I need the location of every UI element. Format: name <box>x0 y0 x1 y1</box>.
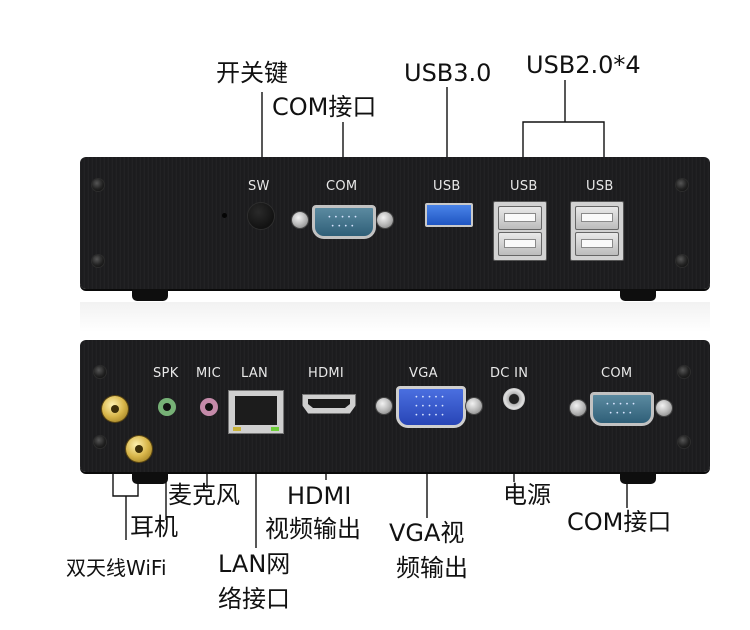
label-vga-line2: 频输出 <box>396 554 468 582</box>
usb2-port[interactable] <box>498 206 542 230</box>
speaker-jack[interactable] <box>158 398 176 416</box>
screw-icon <box>94 366 106 378</box>
label-hdmi-line1: HDMI <box>287 482 352 510</box>
rubber-foot <box>132 472 168 484</box>
wifi-antenna-connector-2[interactable] <box>126 436 152 462</box>
lan-port[interactable] <box>228 390 284 434</box>
usb2-stack-left <box>493 201 547 261</box>
usb2-port[interactable] <box>575 206 619 230</box>
mic-jack[interactable] <box>200 398 218 416</box>
silk-usb3: USB <box>433 179 461 194</box>
label-power-key: 开关键 <box>216 59 288 87</box>
rubber-foot <box>620 472 656 484</box>
silk-hdmi: HDMI <box>308 366 345 381</box>
com-port-rear[interactable]: ••••• •••• <box>590 392 654 426</box>
label-lan-line2: 络接口 <box>218 585 290 613</box>
usb2-port[interactable] <box>498 232 542 256</box>
lan-led-icon <box>271 427 279 431</box>
silk-spk: SPK <box>153 366 179 381</box>
silk-lan: LAN <box>241 366 269 381</box>
callout-line-usb2-bracket <box>522 121 605 175</box>
status-led-icon <box>222 213 227 218</box>
label-usb3: USB3.0 <box>404 59 492 87</box>
com-screw-icon <box>656 400 672 416</box>
hdmi-port[interactable] <box>302 394 356 414</box>
dc-in-jack[interactable] <box>503 388 525 410</box>
label-lan-line1: LAN网 <box>218 550 291 578</box>
label-headphone: 耳机 <box>130 513 178 541</box>
front-panel: SW COM USB USB USB ••••• •••• <box>80 157 710 289</box>
wifi-antenna-connector-1[interactable] <box>102 396 128 422</box>
reflection <box>80 302 710 332</box>
label-hdmi-line2: 视频输出 <box>265 515 361 543</box>
com-screw-icon <box>377 212 393 228</box>
silk-com-rear: COM <box>601 366 633 381</box>
screw-icon <box>94 436 106 448</box>
label-usb2: USB2.0*4 <box>526 51 641 79</box>
usb2-port[interactable] <box>575 232 619 256</box>
silk-mic: MIC <box>196 366 222 381</box>
vga-port[interactable]: ••••• ••••• ••••• <box>396 386 466 428</box>
label-com-port-rear: COM接口 <box>567 508 672 536</box>
screw-icon <box>678 366 690 378</box>
label-vga-line1: VGA视 <box>389 519 465 547</box>
vga-screw-icon <box>376 398 392 414</box>
label-microphone: 麦克风 <box>168 481 240 509</box>
lan-led-icon <box>233 427 241 431</box>
silk-com-front: COM <box>326 179 358 194</box>
label-wifi: 双天线WiFi <box>66 556 167 580</box>
silk-usb2-b: USB <box>586 179 614 194</box>
silk-vga: VGA <box>409 366 438 381</box>
silk-usb2-a: USB <box>510 179 538 194</box>
com-screw-icon <box>292 212 308 228</box>
screw-icon <box>676 179 688 191</box>
screw-icon <box>676 255 688 267</box>
power-button[interactable] <box>248 203 274 229</box>
screw-icon <box>92 255 104 267</box>
usb3-port[interactable] <box>425 203 473 227</box>
rubber-foot <box>132 289 168 301</box>
label-com-port-front: COM接口 <box>272 93 377 121</box>
label-power: 电源 <box>503 481 551 509</box>
com-screw-icon <box>570 400 586 416</box>
screw-icon <box>92 179 104 191</box>
silk-sw: SW <box>248 179 270 194</box>
usb2-stack-right <box>570 201 624 261</box>
rear-panel: SPK MIC LAN HDMI VGA DC IN COM ••••• •••… <box>80 340 710 472</box>
vga-screw-icon <box>466 398 482 414</box>
com-port-front[interactable]: ••••• •••• <box>312 205 376 239</box>
screw-icon <box>678 436 690 448</box>
rubber-foot <box>620 289 656 301</box>
silk-dc-in: DC IN <box>490 366 529 381</box>
